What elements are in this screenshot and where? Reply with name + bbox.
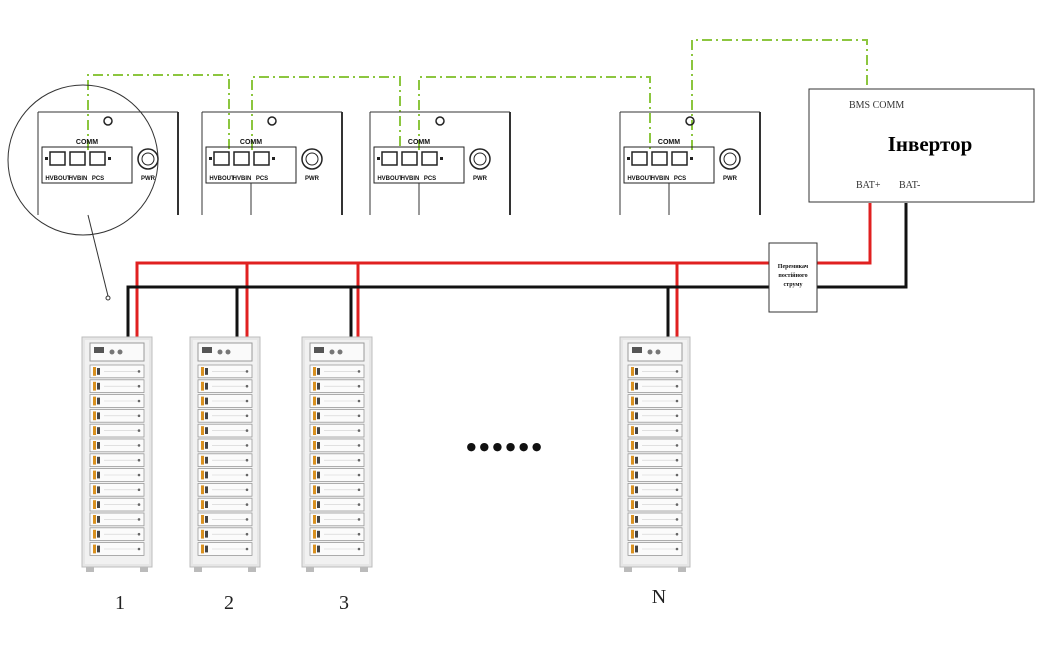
pwr-label: PWR xyxy=(473,176,488,182)
bat-plus-label: BAT+ xyxy=(856,180,881,191)
hvbin-label: HVBIN xyxy=(651,176,670,182)
inverter: BMS COMM Інвертор BAT+ BAT- xyxy=(808,88,1035,203)
hvbout-label: HVBOUT xyxy=(45,176,71,182)
comm-link-1-2 xyxy=(87,74,230,150)
comm-link-n-inverter xyxy=(691,39,868,150)
dc-disconnect-switch: Перемикач постійного струму xyxy=(768,242,818,313)
battery-racks xyxy=(81,336,691,572)
battery-rack-n xyxy=(619,336,691,572)
rack-label-3: 3 xyxy=(339,592,349,614)
inverter-box xyxy=(808,88,1035,203)
comm-link-2-3 xyxy=(251,76,401,150)
hvbout-label: HVBOUT xyxy=(377,176,403,182)
zoom-callout-leader xyxy=(87,214,109,297)
pcs-label: PCS xyxy=(92,176,104,182)
hvbin-label: HVBIN xyxy=(401,176,420,182)
battery-rack-3 xyxy=(301,336,373,572)
dc-switch-label-line2: постійного xyxy=(778,272,807,279)
bms-panel-1: COMM HVBOUT HVBIN PCS PWR xyxy=(37,111,179,215)
comm-label: COMM xyxy=(408,139,430,146)
bms-panel-2: COMM HVBOUT HVBIN PCS PWR xyxy=(201,111,343,215)
comm-wiring xyxy=(87,39,868,150)
comm-label: COMM xyxy=(658,139,680,146)
zoom-callout-dot xyxy=(105,295,111,301)
comm-link-3-n xyxy=(418,76,651,150)
hvbout-label: HVBOUT xyxy=(627,176,653,182)
zoom-callout-circle xyxy=(7,84,159,236)
rack-label-2: 2 xyxy=(224,592,234,614)
dc-switch-label-line3: струму xyxy=(784,282,803,288)
pwr-label: PWR xyxy=(723,176,738,182)
pwr-label: PWR xyxy=(141,176,156,182)
hvbout-label: HVBOUT xyxy=(209,176,235,182)
more-racks-ellipsis: ● ● ● ● ● ● xyxy=(466,440,541,453)
rack-label-1: 1 xyxy=(115,592,125,614)
dc-switch-label-line1: Перемикач xyxy=(778,264,809,270)
bms-panel-n: COMM HVBOUT HVBIN PCS PWR xyxy=(619,111,761,215)
battery-rack-2 xyxy=(189,336,261,572)
battery-rack-1 xyxy=(81,336,153,572)
hvbin-label: HVBIN xyxy=(69,176,88,182)
bat-minus-label: BAT- xyxy=(899,180,920,191)
rack-label-n: N xyxy=(652,586,666,608)
positive-bus xyxy=(135,203,872,348)
pcs-label: PCS xyxy=(674,176,686,182)
bms-panel-3: COMM HVBOUT HVBIN PCS PWR xyxy=(369,111,511,215)
inverter-title: Інвертор xyxy=(888,132,973,156)
pwr-label: PWR xyxy=(305,176,320,182)
bms-comm-port-label: BMS COMM xyxy=(849,100,904,111)
comm-label: COMM xyxy=(76,139,98,146)
comm-label: COMM xyxy=(240,139,262,146)
pcs-label: PCS xyxy=(424,176,436,182)
hvbin-label: HVBIN xyxy=(233,176,252,182)
pcs-label: PCS xyxy=(256,176,268,182)
